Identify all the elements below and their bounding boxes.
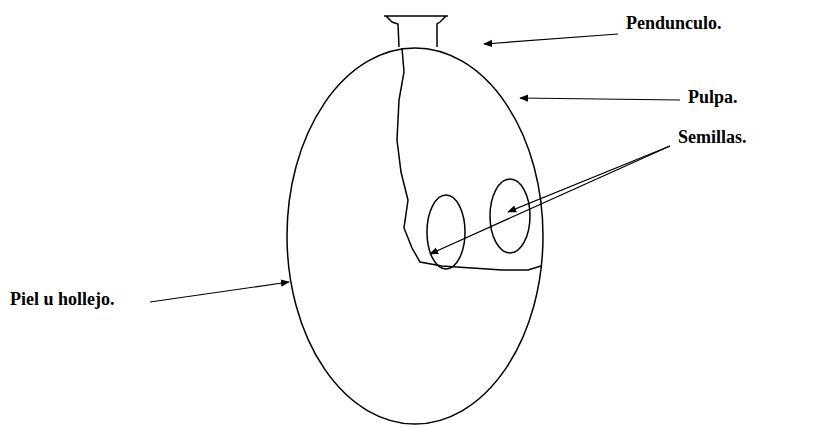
leader-line: [150, 282, 289, 302]
part-label: Semillas.: [676, 128, 749, 148]
part-label: Pendunculo.: [624, 14, 724, 34]
part-label: Piel u hollejo.: [8, 290, 117, 310]
leader-line: [520, 98, 680, 100]
seed: [490, 179, 530, 253]
skin-outline: [287, 48, 543, 424]
leader-line: [508, 146, 670, 212]
stem: [384, 16, 448, 47]
seed: [427, 195, 465, 269]
leader-line: [430, 146, 670, 254]
part-label: Pulpa.: [686, 88, 740, 108]
leader-line: [484, 34, 618, 44]
